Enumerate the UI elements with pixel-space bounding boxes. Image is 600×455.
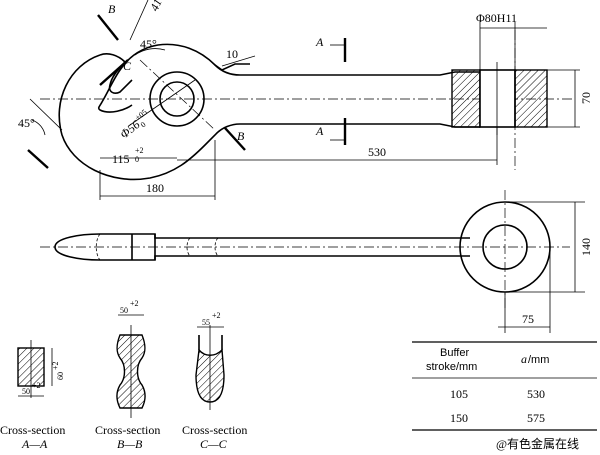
- plan-hidden-3: [214, 237, 219, 257]
- plan-hidden-1: [95, 233, 101, 261]
- angle-45-arc-top: [134, 48, 166, 56]
- section-c-c: 55 +2 Cross-section C—C: [182, 311, 247, 451]
- angle-45-arc-left: [31, 119, 46, 136]
- dim-115-tol: +2: [135, 146, 144, 155]
- section-mark-b-bottom: B: [237, 129, 245, 143]
- watermark: @有色金属在线: [496, 436, 579, 451]
- top-notch: [214, 63, 250, 71]
- plan-shank: [54, 233, 470, 261]
- table-header-col2-var: a: [521, 352, 527, 366]
- cut-line-c-2: [27, 149, 49, 169]
- hook-hole-centerline-diag: [139, 59, 216, 131]
- dim-56-line: [129, 79, 196, 126]
- stroke-table: Buffer stroke/mm a /mm 105 530 150 575: [412, 341, 597, 431]
- table-row-2-stroke: 150: [450, 411, 468, 425]
- dim-41-low: 0: [159, 0, 169, 1]
- table-row-1-a: 530: [527, 387, 545, 401]
- hook-hole-inner: [159, 81, 195, 117]
- section-c-w: 55: [202, 318, 210, 327]
- eye-bore: [479, 69, 516, 128]
- angle-45-left: 45°: [18, 116, 35, 130]
- eye-section-left: [451, 69, 481, 128]
- section-b-b: 50 +2 Cross-section B—B: [95, 299, 160, 451]
- hook-hole-outer: [149, 71, 205, 127]
- section-a-caption-1: Cross-section: [0, 423, 65, 437]
- dim-10-leader: [221, 55, 256, 67]
- cut-line-c-1: [99, 59, 129, 86]
- dim-530: 530: [368, 145, 386, 159]
- section-b-w: 50: [120, 306, 128, 315]
- dim-41: 41: [147, 0, 165, 13]
- plan-view: 140 75: [40, 190, 593, 333]
- dim-56-low: 0: [139, 120, 148, 130]
- section-c-top: [198, 335, 223, 350]
- hook-inner-edge: [99, 53, 133, 94]
- section-b-w-tol: +2: [130, 299, 139, 308]
- section-a-caption-2: A—A: [21, 437, 48, 451]
- dim-115: 115: [112, 152, 130, 166]
- section-mark-a-top: A: [315, 35, 324, 49]
- plan-hidden-2: [186, 237, 191, 257]
- section-mark-c: C: [123, 59, 132, 73]
- section-b-caption-2: B—B: [117, 437, 143, 451]
- dim-140: 140: [579, 238, 593, 256]
- cut-line-b-bottom: [224, 127, 246, 151]
- plan-eye-inner: [482, 224, 528, 270]
- eye-section-right: [514, 69, 548, 128]
- dim-41-line: [129, 0, 149, 41]
- table-header-col1-line1: Buffer: [440, 347, 469, 359]
- dim-70: 70: [579, 92, 593, 104]
- section-c-w-tol: +2: [212, 311, 221, 320]
- table-row-1-stroke: 105: [450, 387, 468, 401]
- dim-bore: Φ80H11: [476, 11, 517, 25]
- section-a-a: 50 +2 60 +2 Cross-section A—A: [0, 340, 65, 451]
- angle-45-line-left: [29, 98, 63, 131]
- section-b-caption-1: Cross-section: [95, 423, 160, 437]
- angle-45-top: 45°: [140, 37, 157, 51]
- top-view: A A B B C 45° 45° 41 +2 0 Φ56 +05 0: [18, 0, 593, 200]
- section-a-w-tol: +2: [32, 381, 41, 390]
- cut-line-b-top: [97, 14, 119, 41]
- dim-75: 75: [522, 312, 534, 326]
- section-c-caption-1: Cross-section: [182, 423, 247, 437]
- dim-115-low: 0: [135, 155, 139, 164]
- section-mark-b-top: B: [108, 2, 116, 16]
- dim-180: 180: [146, 181, 164, 195]
- section-a-h: 60: [56, 372, 65, 380]
- table-header-col1-line2: stroke/mm: [426, 361, 477, 373]
- dim-10: 10: [226, 47, 238, 61]
- table-header-col2-unit: /mm: [528, 354, 549, 366]
- section-a-h-tol: +2: [51, 361, 60, 370]
- section-a-w: 50: [22, 387, 30, 396]
- table-row-2-a: 575: [527, 411, 545, 425]
- section-mark-a-bottom: A: [315, 124, 324, 138]
- section-c-caption-2: C—C: [200, 437, 228, 451]
